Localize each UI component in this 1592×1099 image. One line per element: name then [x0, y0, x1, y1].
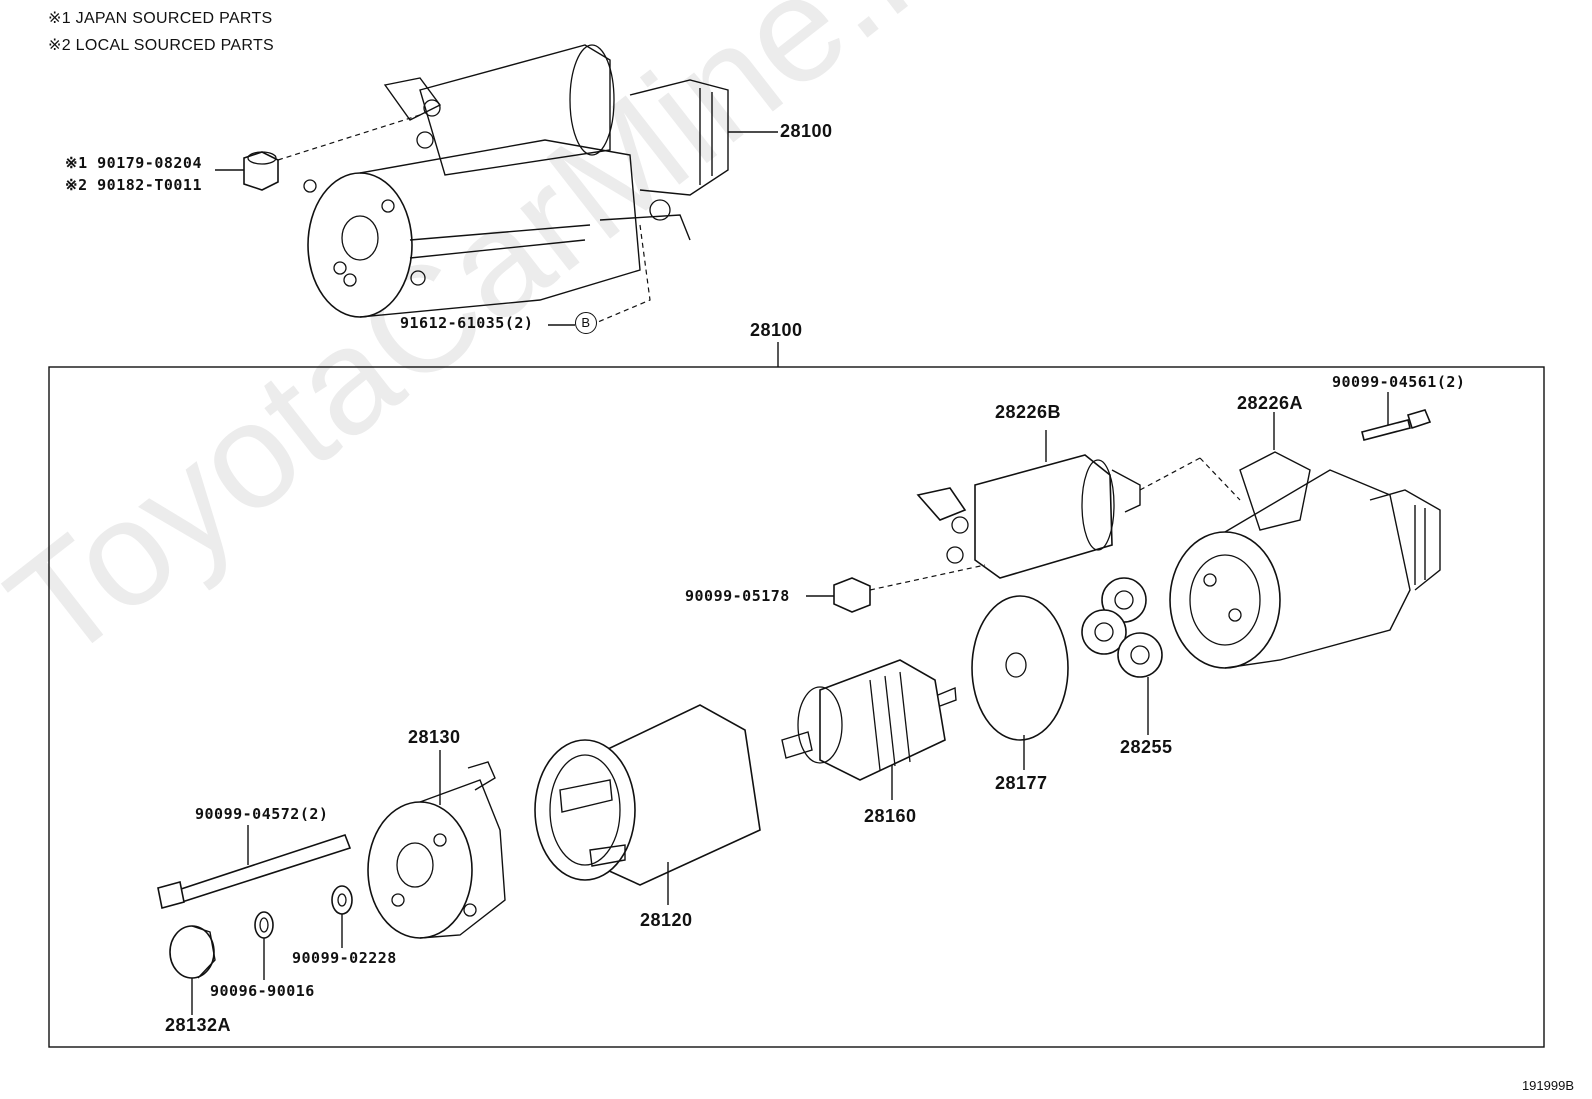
label-washer[interactable]: 90099-02228: [292, 949, 397, 967]
label-nut-japan[interactable]: ※1 90179-08204: [65, 154, 202, 172]
yoke-drawing: [534, 704, 761, 905]
starter-assembly-drawing: [215, 44, 778, 326]
label-yoke[interactable]: 28120: [640, 910, 693, 930]
label-drive-housing[interactable]: 28226A: [1237, 393, 1304, 413]
label-magnetic-switch[interactable]: 28226B: [995, 402, 1062, 422]
diagram-code: 191999B: [1521, 1078, 1574, 1093]
label-end-frame[interactable]: 28130: [408, 727, 461, 747]
drive-housing-drawing: [1169, 412, 1441, 669]
through-bolt-drawing: [157, 825, 352, 909]
end-frame-drawing: [367, 750, 506, 939]
label-ring[interactable]: 90096-90016: [210, 982, 315, 1000]
label-starter-assy-box[interactable]: 28100: [750, 320, 803, 340]
switch-nut-drawing: [833, 577, 871, 613]
label-bolt-b[interactable]: 91612-61035(2): [400, 314, 534, 332]
plate-drawing: [971, 595, 1069, 770]
ring-drawing: [254, 911, 274, 980]
label-plate[interactable]: 28177: [995, 773, 1048, 793]
label-planetary-gears[interactable]: 28255: [1120, 737, 1173, 757]
washer-drawing: [331, 885, 353, 948]
assembly-box: [48, 366, 1545, 1048]
label-starter-assy-top[interactable]: 28100: [780, 121, 833, 141]
label-armature[interactable]: 28160: [864, 806, 917, 826]
note-japan-sourced: ※1 JAPAN SOURCED PARTS: [48, 10, 273, 27]
label-nut-local[interactable]: ※2 90182-T0011: [65, 176, 202, 194]
cap-drawing: [169, 925, 216, 1015]
planetary-gears-drawing: [1081, 577, 1163, 735]
note-local-sourced: ※2 LOCAL SOURCED PARTS: [48, 37, 274, 54]
magnetic-switch-drawing: [916, 430, 1141, 579]
label-housing-bolt[interactable]: 90099-04561(2): [1332, 373, 1466, 391]
label-switch-nut[interactable]: 90099-05178: [685, 587, 790, 605]
b-marker: B: [575, 312, 597, 334]
nut-part: [243, 151, 279, 191]
label-cap[interactable]: 28132A: [165, 1015, 232, 1035]
armature-drawing: [781, 659, 957, 800]
housing-bolt-drawing: [1361, 392, 1432, 441]
label-through-bolt[interactable]: 90099-04572(2): [195, 805, 329, 823]
